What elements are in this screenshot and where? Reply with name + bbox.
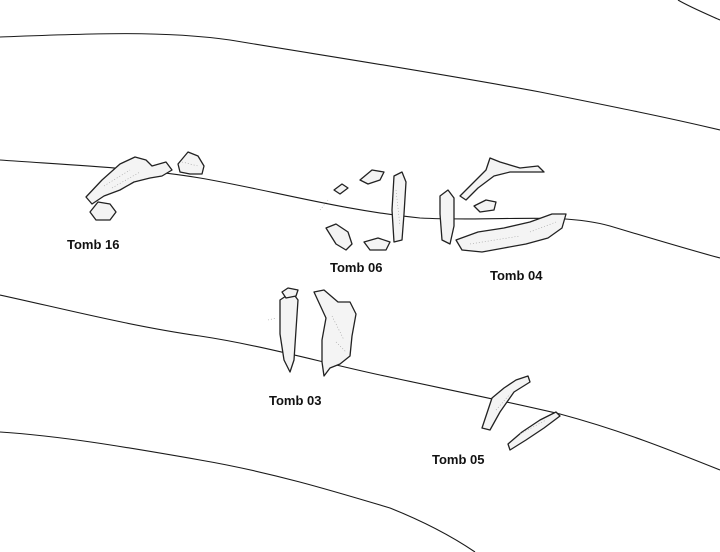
contour-line-3 (0, 294, 720, 471)
tomb-05-outline (481, 375, 561, 451)
contour-line-1 (0, 33, 720, 131)
tomb-04-outline (439, 157, 567, 253)
tomb-06-outline (319, 169, 407, 251)
tomb-06-label: Tomb 06 (330, 260, 383, 275)
tomb-03-outline (267, 287, 357, 377)
tomb-05-label: Tomb 05 (432, 452, 485, 467)
tomb-04-label: Tomb 04 (490, 268, 543, 283)
tomb-03-label: Tomb 03 (269, 393, 322, 408)
contour-line-5 (677, 0, 720, 21)
tomb-16-label: Tomb 16 (67, 237, 120, 252)
contour-line-4 (0, 431, 476, 552)
tomb-16-outline (85, 151, 205, 221)
